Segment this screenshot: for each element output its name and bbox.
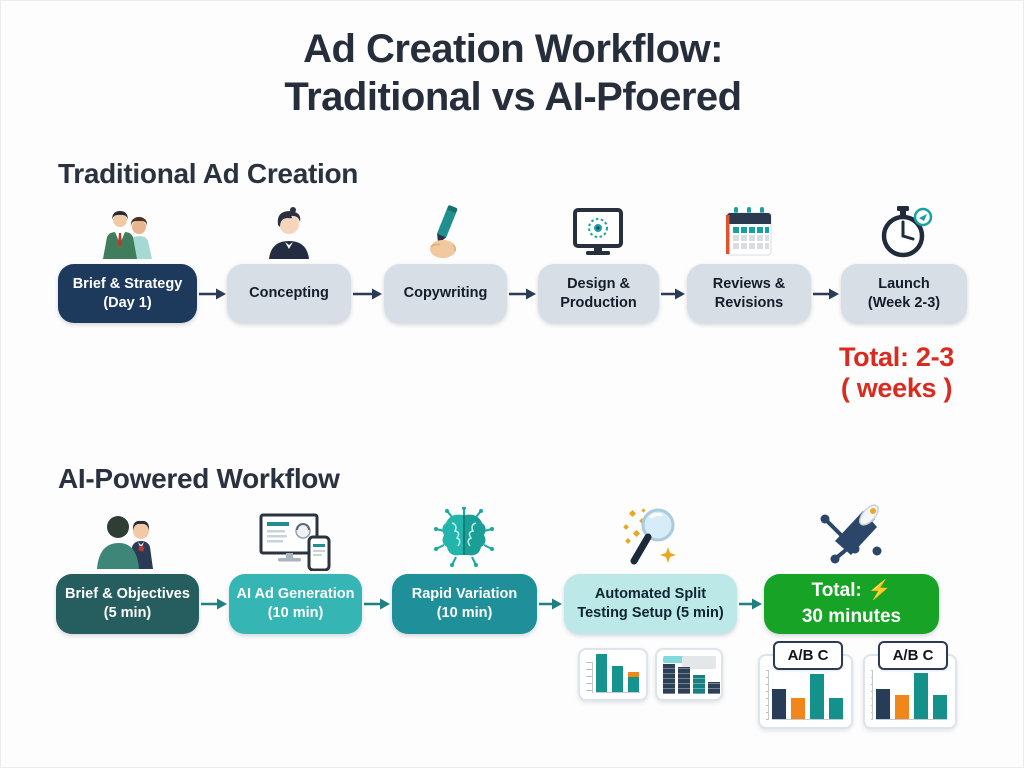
arrow-icon xyxy=(364,598,390,610)
bar xyxy=(895,695,909,719)
ab-test-tab: A/B C xyxy=(878,641,948,670)
devices-icon xyxy=(257,513,335,571)
ai-heading: AI-Powered Workflow xyxy=(58,463,340,494)
bar xyxy=(791,698,805,719)
step-label: Launch xyxy=(878,275,930,292)
mini-bar-chart-card xyxy=(578,648,648,701)
calendar-icon xyxy=(723,207,775,259)
traditional-total: Total: 2-3 ( weeks ) xyxy=(819,342,974,404)
conversation-icon xyxy=(95,509,159,569)
total-label-row: Total: ⚡ xyxy=(812,578,892,604)
step-label: Brief & Strategy xyxy=(72,275,183,292)
traditional-total-line1: Total: 2-3 xyxy=(838,342,954,372)
bar xyxy=(596,654,607,692)
step-brief-strategy: Brief & Strategy (Day 1) xyxy=(58,264,197,323)
y-axis-ticks xyxy=(871,670,873,720)
mini-stacked-chart xyxy=(663,664,720,694)
step-label: Automated Split xyxy=(594,586,707,603)
step-sublabel: (Week 2-3) xyxy=(867,294,941,311)
step-copywriting: Copywriting xyxy=(384,264,507,323)
ai-brain-icon xyxy=(432,507,496,569)
bars xyxy=(772,674,843,720)
pen-hand-icon xyxy=(421,205,469,259)
step-sublabel: Testing Setup (5 min) xyxy=(577,605,724,621)
bars xyxy=(876,673,947,720)
step-label: Concepting xyxy=(249,285,329,302)
page-title-line1: Ad Creation Workflow: xyxy=(303,27,723,71)
arrow-icon xyxy=(813,288,839,300)
bar xyxy=(772,689,786,719)
bar xyxy=(829,698,843,719)
bar xyxy=(628,672,639,692)
bar xyxy=(876,689,890,719)
step-label: Total: xyxy=(811,580,862,602)
step-sublabel: (Day 1) xyxy=(103,294,152,311)
step-design-production: Design & Production xyxy=(538,264,659,323)
meeting-icon xyxy=(101,207,154,259)
bar xyxy=(678,667,690,694)
step-reviews-revisions: Reviews & Revisions xyxy=(687,264,811,323)
bar xyxy=(612,666,623,692)
arrow-icon xyxy=(739,598,762,610)
step-label: Rapid Variation xyxy=(411,586,518,603)
bar xyxy=(914,673,928,719)
step-label: Copywriting xyxy=(403,285,488,302)
arrow-icon xyxy=(353,288,382,300)
arrow-icon xyxy=(661,288,685,300)
bars xyxy=(663,664,720,694)
bar xyxy=(663,664,675,694)
ab-test-tab: A/B C xyxy=(773,641,843,670)
person-icon xyxy=(264,207,314,259)
step-sublabel: 30 minutes xyxy=(801,606,902,627)
step-sublabel: Production xyxy=(560,294,637,311)
step-ai-ad-generation: AI Ad Generation (10 min) xyxy=(229,574,362,634)
arrow-icon xyxy=(201,598,227,610)
traditional-total-line2: ( weeks ) xyxy=(840,373,953,404)
step-concepting: Concepting xyxy=(227,264,351,323)
stopwatch-icon xyxy=(875,206,933,259)
bar xyxy=(810,674,824,719)
y-axis-ticks xyxy=(586,661,593,693)
mini-bar-chart xyxy=(586,654,640,693)
bar xyxy=(933,695,947,719)
step-sublabel: (10 min) xyxy=(436,605,493,621)
page-title-line2: Traditional vs AI-Pfoered xyxy=(284,75,742,119)
arrow-icon xyxy=(199,288,226,300)
step-label: Reviews & xyxy=(712,275,786,292)
step-label: AI Ad Generation xyxy=(236,586,355,603)
y-axis-ticks xyxy=(766,670,769,720)
chart-header-bar xyxy=(663,656,693,663)
page-title: Ad Creation Workflow: Traditional vs AI-… xyxy=(1,25,1023,121)
megaphone-icon xyxy=(815,501,887,569)
step-sublabel: (5 min) xyxy=(103,605,152,621)
arrow-icon xyxy=(539,598,562,610)
step-label: Brief & Objectives xyxy=(65,586,190,603)
bar xyxy=(708,682,720,694)
traditional-heading: Traditional Ad Creation xyxy=(58,158,359,189)
bar xyxy=(693,675,705,694)
step-automated-split-testing: Automated Split Testing Setup (5 min) xyxy=(564,574,737,634)
step-label: Design & xyxy=(567,275,630,292)
chart-panel xyxy=(682,656,716,669)
mini-stacked-chart-card xyxy=(655,648,723,701)
step-sublabel: (10 min) xyxy=(267,605,324,621)
step-launch: Launch (Week 2-3) xyxy=(841,264,967,323)
step-total-30-minutes: Total: ⚡ 30 minutes xyxy=(764,574,939,634)
search-sparkles-icon xyxy=(616,503,686,571)
bars xyxy=(596,654,640,693)
ab-test-chart xyxy=(766,670,843,720)
design-monitor-icon xyxy=(572,208,624,258)
step-sublabel: Revisions xyxy=(714,294,784,311)
arrow-icon xyxy=(509,288,536,300)
step-brief-objectives: Brief & Objectives (5 min) xyxy=(56,574,199,634)
lightning-icon: ⚡ xyxy=(867,580,892,602)
ab-test-chart xyxy=(871,670,947,720)
step-rapid-variation: Rapid Variation (10 min) xyxy=(392,574,537,634)
